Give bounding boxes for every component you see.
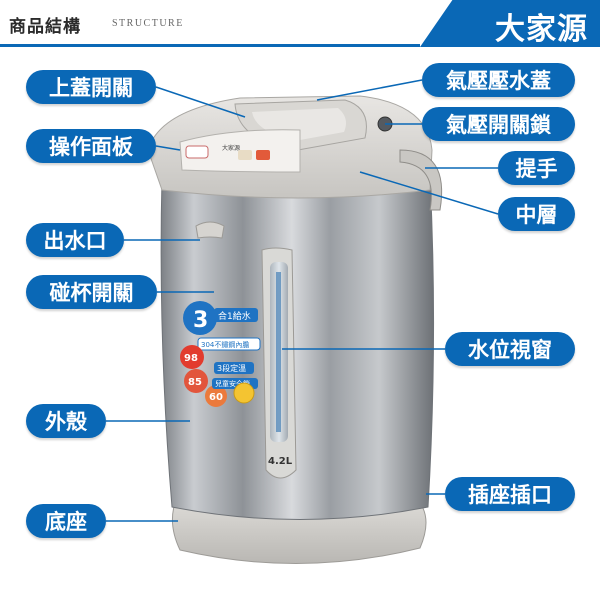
base-shape [171,502,427,564]
label-outer-shell: 外殼 [26,404,106,438]
svg-text:85: 85 [188,377,202,388]
svg-text:兒童安全鎖: 兒童安全鎖 [215,379,250,388]
label-air-pump-lock: 氣壓開關鎖 [422,107,575,141]
label-control-panel: 操作面板 [26,129,156,163]
svg-text:4.2L: 4.2L [268,456,293,467]
label-top-lid-switch: 上蓋開關 [26,70,156,104]
brand-banner [420,0,600,47]
header-divider [0,44,420,47]
water-outlet-shape [195,221,225,239]
label-water-outlet: 出水口 [26,223,124,257]
label-power-socket: 插座插口 [445,477,575,511]
svg-text:3: 3 [193,308,208,333]
label-air-pump-lid: 氣壓壓水蓋 [422,63,575,97]
svg-text:大家源: 大家源 [222,144,240,152]
label-water-window: 水位視窗 [445,332,575,366]
label-handle: 提手 [498,151,575,185]
label-middle-layer: 中層 [498,197,575,231]
lock-button [377,116,393,132]
svg-text:60: 60 [209,392,223,403]
svg-text:3段定溫: 3段定溫 [217,363,246,373]
svg-text:98: 98 [184,353,198,364]
brand-logo: 大家源 [495,12,588,47]
label-cup-switch: 碰杯開關 [26,275,157,309]
svg-text:304不鏽鋼內膽: 304不鏽鋼內膽 [201,340,249,349]
page-subtitle: Structure [112,18,184,29]
label-base: 底座 [26,504,106,538]
svg-text:合1給水: 合1給水 [218,310,251,322]
page-title: 商品結構 [9,17,81,37]
feature-badge-group: 3 合1給水 304不鏽鋼內膽 98 85 60 3段定溫 兒童安全鎖 [180,301,261,407]
